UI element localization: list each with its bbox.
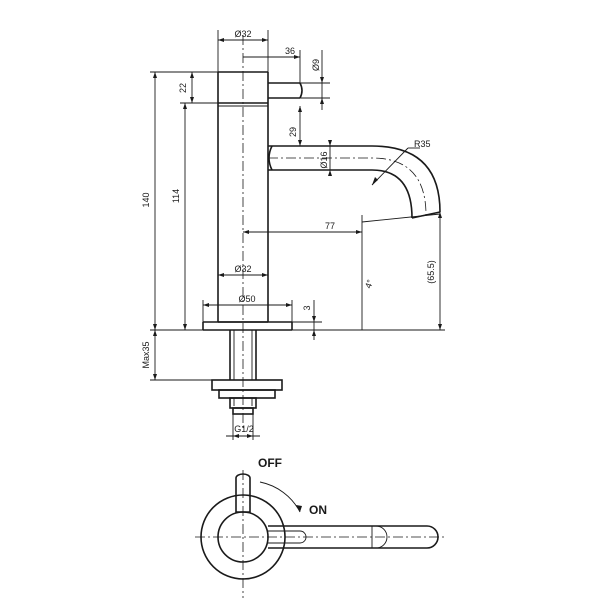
dim-total-height: 140 <box>141 192 151 207</box>
dim-body-diameter-bottom: Ø32 <box>234 264 251 274</box>
dim-max-deck: Max35 <box>141 341 151 368</box>
dim-spout: 29 Ø16 R35 77 4° (65.5) <box>243 106 445 331</box>
dim-body-height: 114 <box>171 189 181 203</box>
dim-left: 22 114 140 Max35 <box>141 71 218 381</box>
dim-spout-height: (65.5) <box>426 260 436 284</box>
dim-spout-offset: 29 <box>288 127 298 137</box>
plan-lever-off <box>235 473 251 513</box>
shank <box>229 330 257 380</box>
dim-top: Ø32 36 Ø9 <box>217 29 330 110</box>
dim-lever-offset: 36 <box>285 46 295 56</box>
elevation-view: Ø32 36 Ø9 22 114 <box>141 29 445 440</box>
dim-base-thickness: 3 <box>302 305 312 310</box>
mounting-nut <box>211 379 283 415</box>
dim-thread-size: G1/2 <box>234 424 254 434</box>
dim-lever-diameter: Ø9 <box>311 59 321 71</box>
dim-angle: 4° <box>363 278 375 290</box>
dim-base: Ø32 Ø50 3 <box>202 264 322 340</box>
dim-cap-height: 22 <box>178 83 188 93</box>
dim-thread: G1/2 <box>226 414 260 440</box>
dim-body-diameter-top: Ø32 <box>234 29 251 39</box>
plan-view: OFF ON <box>195 456 445 598</box>
dim-base-diameter: Ø50 <box>238 294 255 304</box>
spout <box>268 145 441 219</box>
base-flange <box>202 321 293 331</box>
dim-spout-radius: R35 <box>414 139 431 149</box>
lever-handle <box>268 82 303 99</box>
label-on: ON <box>309 503 327 517</box>
label-off: OFF <box>258 456 282 470</box>
dim-spout-diameter: Ø16 <box>319 151 329 168</box>
dim-spout-reach: 77 <box>325 221 335 231</box>
